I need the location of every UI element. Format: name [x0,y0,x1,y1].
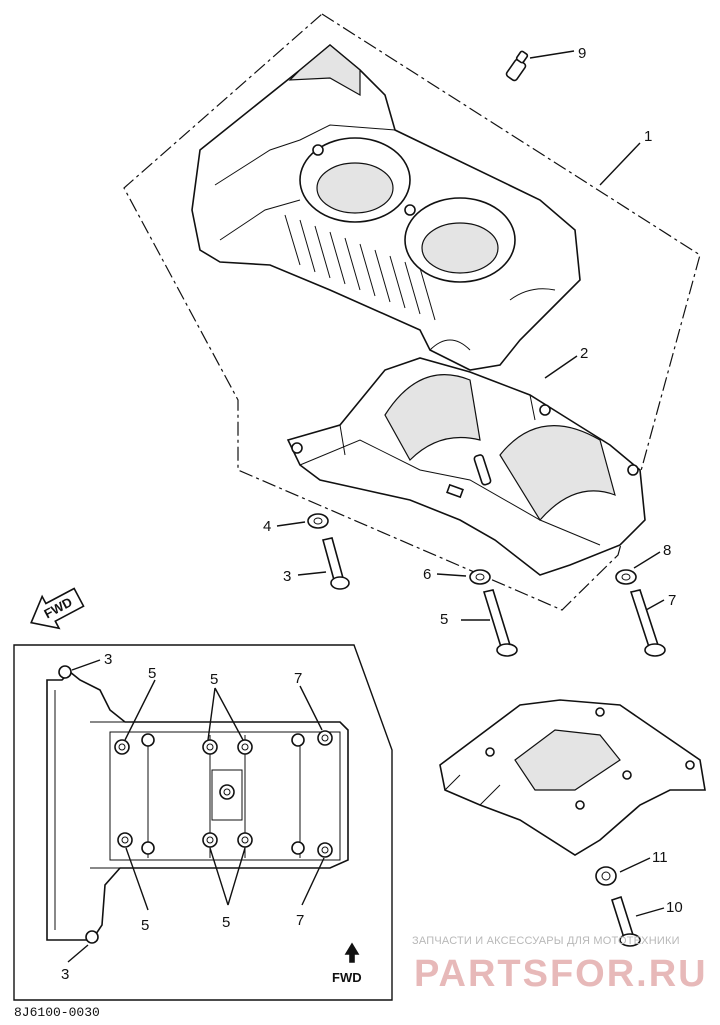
leader-lines [276,50,665,917]
bolt-part-3 [322,537,350,590]
callout-6: 6 [423,566,431,583]
inset-label-3-bottom: 3 [61,966,69,983]
inset-label-5-bottom-left: 5 [141,917,149,934]
callout-2: 2 [580,345,588,362]
washer-part-4 [307,513,329,529]
callout-8: 8 [663,542,671,559]
bolt-part-5 [482,589,518,657]
callout-7: 7 [668,592,676,609]
group-outline [123,13,701,611]
inset-label-7-bottom: 7 [296,912,304,929]
callout-5: 5 [440,611,448,628]
callout-1: 1 [644,128,652,145]
inset-label-5-bottom-center: 5 [222,914,230,931]
callout-3: 3 [283,568,291,585]
inset-label-5-center: 5 [210,671,218,688]
fwd-arrow-icon [30,587,85,630]
inset-bolt-holes [58,665,333,944]
watermark-logo: PARTSFOR.RU [414,953,708,995]
callout-4: 4 [263,518,271,535]
upper-crankcase [191,43,581,371]
callout-11: 11 [652,849,668,866]
inset-fwd-label: FWD [332,970,362,985]
watermark-tagline: ЗАПЧАСТИ И АКСЕССУАРЫ ДЛЯ МОТОТЕХНИКИ [412,935,680,947]
washer-part-6 [469,569,491,585]
bolt-part-7 [629,589,666,657]
callout-10: 10 [666,899,683,916]
callout-9: 9 [578,45,586,62]
inset-label-7-top: 7 [294,670,302,687]
dowel-pin [473,454,492,486]
bracket-plate [439,699,706,856]
inset-label-3-top: 3 [104,651,112,668]
washer-part-8 [615,569,637,585]
reference-code: 8J6100-0030 [14,1005,100,1020]
bolt-part-10 [611,895,641,947]
plug-part-9 [505,50,529,82]
inset-label-5-left: 5 [148,665,156,682]
up-arrow-icon [344,942,360,963]
nut-part-11 [595,866,617,886]
inset-box [13,644,393,1001]
lower-crankcase [286,357,646,576]
